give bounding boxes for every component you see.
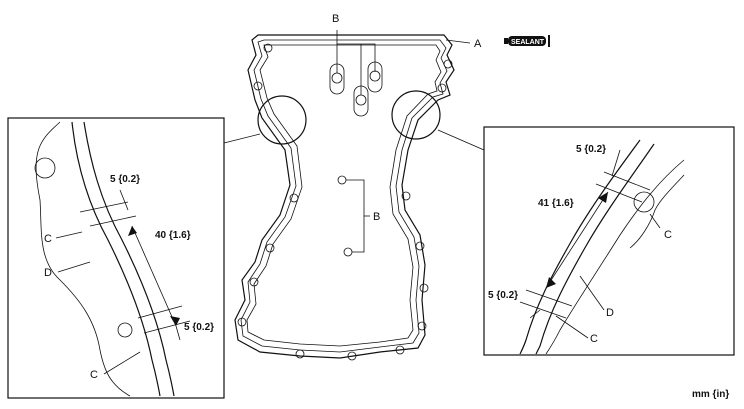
upper-openings <box>329 61 383 117</box>
sealant-tube-icon: SEALANT <box>504 35 550 47</box>
left-dim-bottom: 5 {0.2} <box>184 322 214 333</box>
sealant-label: SEALANT <box>511 39 545 46</box>
right-label-d: D <box>606 307 614 319</box>
units-label: mm {in} <box>692 389 730 400</box>
label-b-mid: B <box>373 211 380 223</box>
label-b-top: B <box>332 13 339 25</box>
right-zone-circle <box>391 90 441 140</box>
left-dim-mid: 40 {1.6} <box>155 230 191 241</box>
left-label-d: D <box>44 267 52 279</box>
bolt-holes <box>237 43 453 361</box>
b-top-leader <box>336 30 376 95</box>
right-detail-box <box>483 126 735 356</box>
left-detail-box <box>7 117 225 399</box>
left-label-c-lower: C <box>90 369 98 381</box>
engine-front-cover <box>223 30 485 361</box>
right-dim-mid: 41 {1.6} <box>538 198 574 209</box>
right-dim-top: 5 {0.2} <box>576 144 606 155</box>
left-label-c-upper: C <box>44 233 52 245</box>
middle-openings <box>337 175 370 257</box>
right-label-c-upper: C <box>664 229 672 241</box>
left-zone-circle <box>257 95 307 145</box>
right-dim-bottom: 5 {0.2} <box>488 290 518 301</box>
left-dim-top: 5 {0.2} <box>110 174 140 185</box>
right-label-c-lower: C <box>590 333 598 345</box>
label-a: A <box>474 38 482 50</box>
